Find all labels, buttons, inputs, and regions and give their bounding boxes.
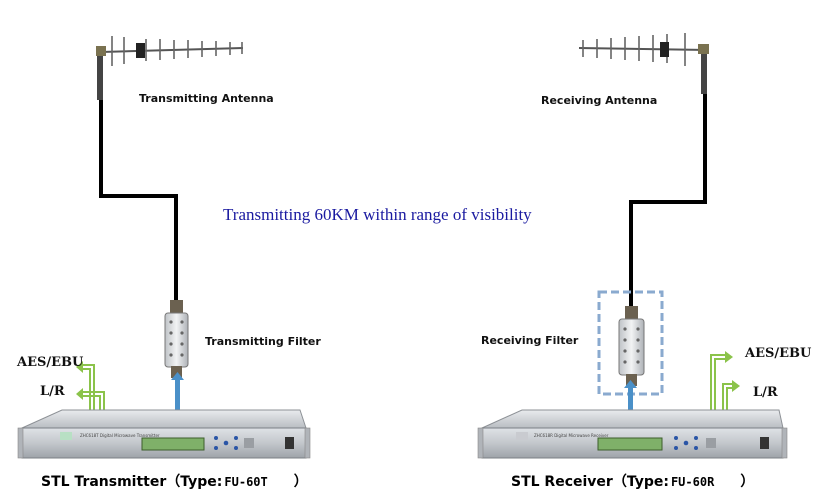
tx-antenna-label: Transmitting Antenna — [139, 92, 274, 105]
rx-aes-ebu-line — [710, 354, 726, 417]
tx-device-name: STL Transmitter（Type: — [41, 474, 223, 490]
rx-aes-ebu-arrowhead — [725, 351, 733, 363]
tx-cable — [99, 100, 178, 304]
svg-text:ZHC618T Digital Microwave Tran: ZHC618T Digital Microwave Transmitter — [80, 433, 160, 438]
rx-rf-feed — [624, 380, 637, 414]
tx-lr-arrowhead — [76, 388, 83, 400]
rx-cable — [629, 94, 707, 308]
tx-aes-ebu-line — [80, 364, 95, 417]
rx-device-name: STL Receiver（Type: — [511, 474, 669, 490]
rx-device-caption: STL Receiver（Type:FU-60R ） — [511, 471, 754, 491]
tx-antenna-icon — [96, 36, 244, 100]
tx-filter-icon — [164, 300, 189, 378]
range-description: Transmitting 60KM within range of visibi… — [223, 205, 532, 224]
rx-lr-label: L/R — [753, 385, 778, 400]
rx-filter-icon — [618, 306, 645, 386]
rx-device-model: FU-60R — [670, 475, 715, 489]
tx-aes-ebu-arrowhead — [76, 361, 83, 373]
tx-rf-feed — [171, 372, 184, 420]
rx-aes-ebu-label: AES/EBU — [745, 346, 812, 361]
rx-device-close: ） — [740, 474, 755, 490]
tx-device-model: FU-60T — [224, 475, 268, 489]
tx-device-close: ） — [293, 474, 308, 490]
tx-filter-label: Transmitting Filter — [205, 335, 321, 348]
rx-lr-arrowhead — [732, 380, 740, 392]
svg-text:ZHC618R Digital Microwave Rece: ZHC618R Digital Microwave Receiver — [534, 433, 609, 438]
tx-device-caption: STL Transmitter（Type:FU-60T ） — [41, 471, 308, 491]
rx-antenna-icon — [578, 33, 709, 94]
tx-lr-label: L/R — [40, 384, 65, 399]
rx-filter-label: Receiving Filter — [481, 334, 579, 347]
tx-aes-ebu-label: AES/EBU — [17, 355, 84, 370]
rx-antenna-label: Receiving Antenna — [541, 94, 658, 107]
rx-rack-unit-icon: ZHC618R Digital Microwave Receiver — [477, 409, 788, 459]
rx-lr-line — [722, 383, 733, 417]
tx-rack-unit-icon: ZHC618T Digital Microwave Transmitter — [17, 409, 311, 459]
